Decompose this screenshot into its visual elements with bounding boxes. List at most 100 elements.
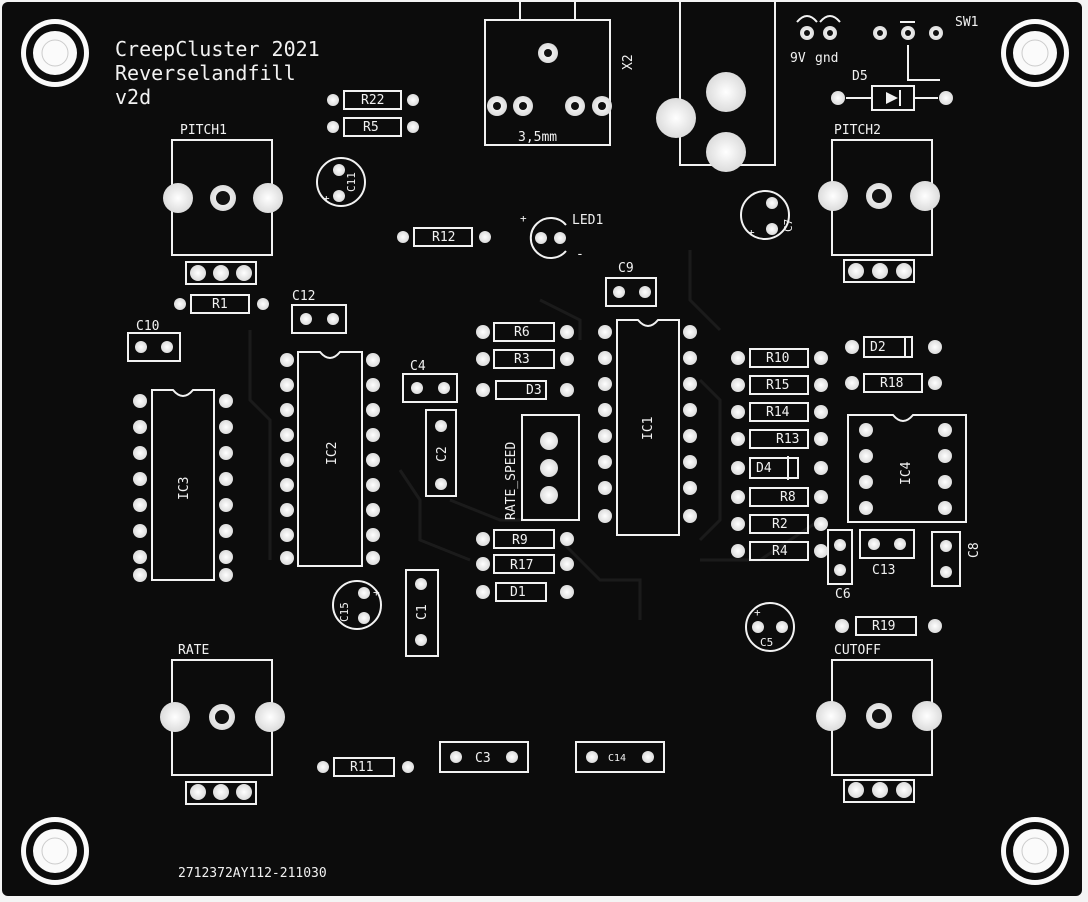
jack-x2: X2 3,5mm: [484, 2, 636, 146]
capacitor-c4: C4: [402, 359, 458, 403]
pot-pitch1: PITCH1: [163, 123, 283, 285]
diode-d1: D1: [476, 582, 574, 602]
label-d2: D2: [870, 340, 886, 355]
board-subtitle: Reverselandfill: [115, 61, 296, 85]
label-d1: D1: [510, 585, 526, 600]
resistor-r22: R22: [327, 90, 419, 110]
label-r11: R11: [350, 760, 373, 775]
resistor-r10: R10: [731, 348, 828, 368]
led-led1: + - LED1: [520, 212, 603, 262]
capacitor-c5: + C5: [745, 602, 795, 652]
resistor-r8: R8: [731, 487, 828, 507]
ic-ic1: IC1: [598, 319, 697, 536]
label-rate-speed: RATE_SPEED: [504, 442, 519, 520]
copper-traces: [248, 250, 821, 620]
pot-cutoff: CUTOFF: [816, 643, 942, 803]
label-r2: R2: [772, 517, 788, 532]
label-ic3: IC3: [177, 477, 192, 500]
label-gnd: gnd: [815, 51, 838, 66]
ic-ic2: IC2: [280, 351, 380, 567]
label-r18: R18: [880, 376, 903, 391]
label-c9: C9: [618, 261, 634, 276]
capacitor-c11: + C11: [316, 157, 366, 207]
label-pitch2: PITCH2: [834, 123, 881, 138]
label-c12: C12: [292, 289, 315, 304]
pot-rate: RATE: [160, 643, 285, 805]
label-led1-minus: -: [576, 247, 584, 262]
label-9v: 9V: [790, 51, 806, 66]
resistor-r6: R6: [476, 322, 574, 342]
diode-d5: D5: [831, 69, 953, 111]
resistor-r11: R11: [317, 757, 414, 777]
label-r15: R15: [766, 378, 789, 393]
label-c3: C3: [475, 751, 491, 766]
capacitor-c10: C10: [127, 319, 181, 362]
label-c8: C8: [967, 542, 982, 558]
label-c13: C13: [872, 563, 895, 578]
diode-d3: D3: [476, 380, 574, 400]
mounting-hole-bottom-left: [21, 817, 89, 885]
label-c5: C5: [760, 636, 773, 649]
ic-ic3: IC3: [133, 389, 233, 582]
resistor-r1: R1: [174, 294, 269, 314]
resistor-r18: R18: [845, 373, 942, 393]
label-r17: R17: [510, 558, 533, 573]
mounting-hole-bottom-right: [1001, 817, 1069, 885]
label-ic2: IC2: [325, 442, 340, 465]
label-c1: C1: [415, 604, 430, 620]
jack-dc: [656, 2, 776, 172]
label-c15-plus: +: [373, 586, 380, 599]
board-version: v2d: [115, 85, 151, 109]
resistor-r13: R13: [731, 429, 828, 449]
resistor-r5: R5: [327, 117, 419, 137]
label-r6: R6: [514, 325, 530, 340]
label-d3: D3: [526, 383, 542, 398]
resistor-r2: R2: [731, 514, 828, 534]
serial-number: 2712372AY112-211030: [178, 866, 327, 881]
capacitor-c13: C13: [859, 529, 915, 578]
label-r14: R14: [766, 405, 790, 420]
label-r9: R9: [512, 533, 528, 548]
capacitor-c15: + C15: [332, 580, 382, 630]
label-r22: R22: [361, 93, 384, 108]
label-c2: C2: [435, 446, 450, 462]
label-r8: R8: [780, 490, 796, 505]
label-r1: R1: [212, 297, 228, 312]
capacitor-c1: C1: [405, 569, 439, 657]
mounting-hole-top-left: [21, 19, 89, 87]
ic-ic4: IC4: [847, 414, 967, 523]
power-header: 9V gnd: [790, 15, 841, 66]
label-ic4: IC4: [899, 461, 914, 485]
capacitor-c9: C9: [605, 261, 657, 307]
label-c11-plus: +: [323, 192, 330, 205]
capacitor-c6: C6: [827, 529, 853, 602]
capacitor-c8: C8: [931, 531, 982, 587]
label-c14: C14: [608, 753, 626, 764]
label-jack-size: 3,5mm: [518, 130, 557, 145]
mounting-hole-top-right: [1001, 19, 1069, 87]
diode-d2: D2: [845, 336, 942, 358]
trimmer-rate-speed: RATE_SPEED: [504, 414, 580, 521]
label-c11: C11: [345, 172, 358, 192]
label-c4: C4: [410, 359, 426, 374]
label-c6: C6: [835, 587, 851, 602]
diode-d4: D4: [731, 456, 828, 480]
capacitor-c7: + C7: [740, 190, 795, 240]
resistor-r15: R15: [731, 375, 828, 395]
label-c7: C7: [782, 219, 795, 232]
resistor-r17: R17: [476, 554, 574, 574]
label-r12: R12: [432, 230, 455, 245]
label-rate: RATE: [178, 643, 209, 658]
label-d5: D5: [852, 69, 868, 84]
label-r10: R10: [766, 351, 789, 366]
label-d4: D4: [756, 461, 772, 476]
capacitor-c12: C12: [291, 289, 347, 334]
label-sw1: SW1: [955, 15, 978, 30]
label-c5-plus: +: [754, 606, 761, 619]
resistor-r9: R9: [476, 529, 574, 549]
resistor-r3: R3: [476, 349, 574, 369]
label-r13: R13: [776, 432, 799, 447]
label-pitch1: PITCH1: [180, 123, 227, 138]
label-led1: LED1: [572, 213, 603, 228]
